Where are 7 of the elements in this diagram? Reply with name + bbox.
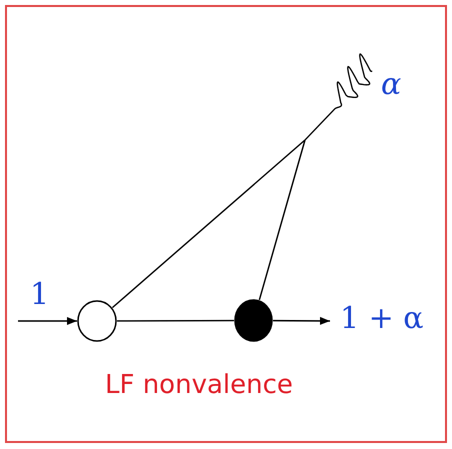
arrow	[18, 317, 77, 325]
line	[258, 140, 306, 300]
line	[112, 139, 306, 308]
arrow	[273, 316, 330, 325]
line	[117, 320, 234, 322]
caption: LF nonvalence	[105, 372, 293, 398]
node-caption: α	[381, 70, 402, 100]
